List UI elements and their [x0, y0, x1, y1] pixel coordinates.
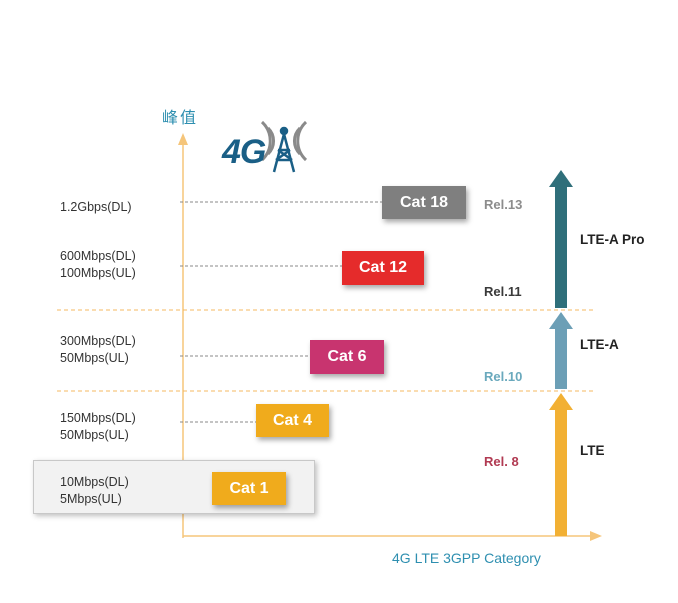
rate-line: 10Mbps(DL): [60, 475, 129, 489]
release-label-rel11: Rel.11: [484, 284, 522, 299]
release-label-rel8: Rel. 8: [484, 454, 519, 469]
cat12-box: Cat 12: [342, 251, 424, 285]
rate-line: 5Mbps(UL): [60, 492, 122, 506]
lte-band-arrow: [549, 393, 573, 536]
y-axis-label: 峰值: [162, 108, 199, 127]
rate-line: 50Mbps(UL): [60, 351, 129, 365]
tower-icon: [272, 126, 296, 173]
rate-line: 100Mbps(UL): [60, 266, 136, 280]
x-axis-arrowhead: [590, 531, 602, 541]
band-label-lte-a: LTE-A: [580, 337, 619, 352]
cat18-box: Cat 18: [382, 186, 466, 219]
rate-label-cat4: 150Mbps(DL) 50Mbps(UL): [60, 410, 136, 444]
lte-a-band-arrow: [549, 312, 573, 389]
y-axis-arrowhead: [178, 133, 188, 145]
4g-logo-text: 4G: [222, 133, 266, 171]
band-label-lte: LTE: [580, 443, 605, 458]
rate-label-cat12: 600Mbps(DL) 100Mbps(UL): [60, 248, 136, 282]
signal-tower-icon: [260, 120, 308, 162]
release-label-rel10: Rel.10: [484, 369, 523, 384]
cat6-box: Cat 6: [310, 340, 384, 374]
rate-line: 1.2Gbps(DL): [60, 200, 132, 214]
rate-line: 150Mbps(DL): [60, 411, 136, 425]
band-label-lte-a-pro: LTE-A Pro: [580, 232, 645, 247]
lte-a-pro-band-arrow: [549, 170, 573, 308]
x-axis-label: 4G LTE 3GPP Category: [392, 550, 541, 566]
rate-line: 300Mbps(DL): [60, 334, 136, 348]
rate-label-cat6: 300Mbps(DL) 50Mbps(UL): [60, 333, 136, 367]
rate-line: 50Mbps(UL): [60, 428, 129, 442]
release-label-rel13: Rel.13: [484, 197, 523, 212]
cat4-box: Cat 4: [256, 404, 329, 437]
rate-label-cat18: 1.2Gbps(DL): [60, 199, 132, 216]
rate-label-cat1: 10Mbps(DL) 5Mbps(UL): [60, 474, 129, 508]
cat1-box: Cat 1: [212, 472, 286, 505]
rate-line: 600Mbps(DL): [60, 249, 136, 263]
